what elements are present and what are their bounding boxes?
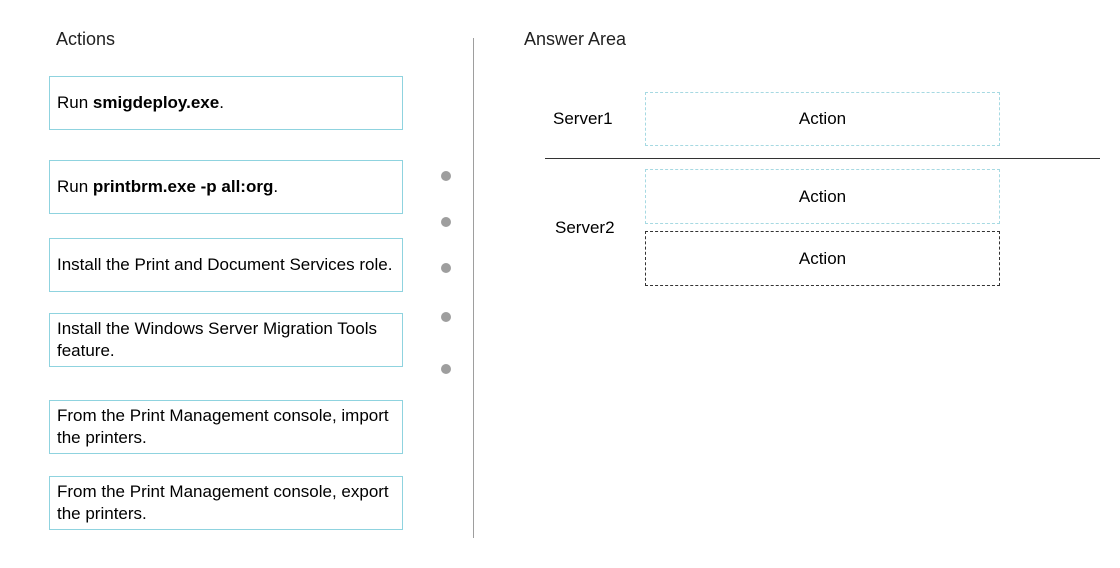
server1-label: Server1 xyxy=(553,109,613,128)
action-text: Install the Print and Document Services … xyxy=(57,255,393,274)
action-text: From the Print Management console, expor… xyxy=(57,482,389,523)
action-text: From the Print Management console, impor… xyxy=(57,406,389,447)
reorder-dot-icon[interactable] xyxy=(441,171,451,181)
action-text: Run printbrm.exe -p all:org. xyxy=(57,177,279,196)
action-card-run-printbrm[interactable]: Run printbrm.exe -p all:org. xyxy=(49,160,403,214)
reorder-dot-icon[interactable] xyxy=(441,312,451,322)
actions-heading: Actions xyxy=(56,29,116,49)
action-card-export-printers[interactable]: From the Print Management console, expor… xyxy=(49,476,403,530)
action-text: Install the Windows Server Migration Too… xyxy=(57,319,377,360)
action-card-run-smigdeploy[interactable]: Run smigdeploy.exe. xyxy=(49,76,403,130)
server-divider xyxy=(545,158,1100,159)
slot-placeholder: Action xyxy=(798,186,847,206)
server2-drop-slot-2[interactable]: Action xyxy=(645,231,1000,286)
action-text: Run smigdeploy.exe. xyxy=(57,93,224,112)
action-card-import-printers[interactable]: From the Print Management console, impor… xyxy=(49,400,403,454)
server2-label: Server2 xyxy=(555,218,615,237)
server2-drop-slot-1[interactable]: Action xyxy=(645,169,1000,224)
slot-placeholder: Action xyxy=(798,109,847,128)
section-divider xyxy=(473,38,474,538)
answer-area-heading: Answer Area xyxy=(524,29,627,49)
reorder-dot-icon[interactable] xyxy=(441,364,451,374)
reorder-dot-icon[interactable] xyxy=(441,263,451,273)
action-card-install-print-role[interactable]: Install the Print and Document Services … xyxy=(49,238,403,292)
action-card-install-migration-tools[interactable]: Install the Windows Server Migration Too… xyxy=(49,313,403,367)
reorder-dot-icon[interactable] xyxy=(441,217,451,227)
server1-drop-slot-1[interactable]: Action xyxy=(645,92,1000,146)
slot-placeholder: Action xyxy=(798,248,847,268)
